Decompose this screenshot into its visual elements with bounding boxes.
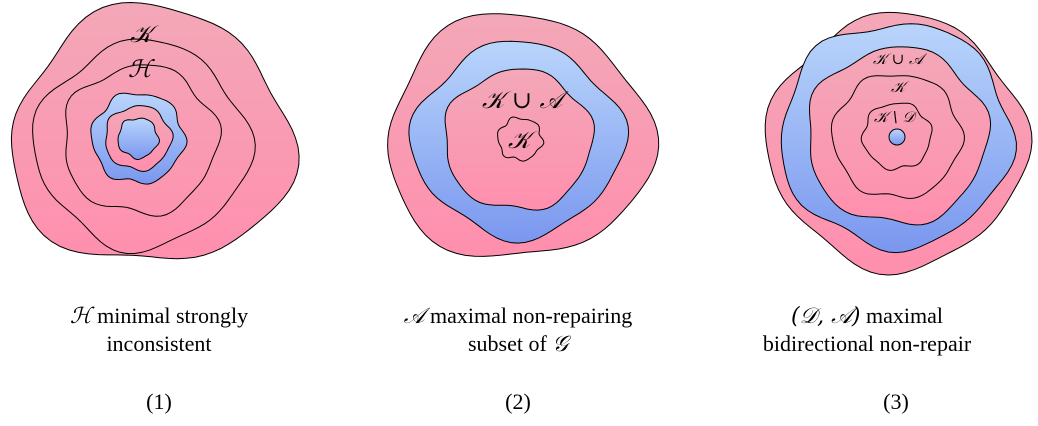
- diagram-canvas: 𝒦 ℋ 𝒦 ∪ 𝒜 𝒦 𝒦 ∪ 𝒜 𝒦 𝒦 \ 𝒟: [0, 0, 1038, 290]
- panel-1-caption-math: ℋ: [70, 304, 92, 329]
- panel-2-caption-line2: subset of: [468, 331, 552, 356]
- panel-3-label-k-union-a: 𝒦 ∪ 𝒜: [873, 50, 928, 68]
- panel-1-diagram: 𝒦 ℋ: [11, 3, 299, 259]
- panel-2-caption-line1: maximal non-repairing: [425, 303, 633, 328]
- panel-3-number: (3): [836, 389, 956, 415]
- panel-3-diagram: 𝒦 ∪ 𝒜 𝒦 𝒦 \ 𝒟: [765, 12, 1032, 275]
- panel-3-blue-core: [889, 129, 905, 145]
- panel-3-label-k-minus-d: 𝒦 \ 𝒟: [874, 108, 918, 126]
- panel-1-caption: ℋ minimal strongly inconsistent: [0, 302, 329, 357]
- panel-2-label-k-union-a: 𝒦 ∪ 𝒜: [482, 86, 570, 114]
- panel-1-caption-line2: inconsistent: [0, 330, 329, 357]
- panel-3-caption-line2: bidirectional non-repair: [697, 330, 1037, 357]
- panel-3-caption-line1: maximal: [861, 303, 943, 328]
- panel-2-caption-math: 𝒜: [404, 304, 425, 329]
- panel-2-caption: 𝒜 maximal non-repairing subset of 𝒢: [348, 302, 688, 358]
- panel-1-label-h: ℋ: [128, 55, 155, 83]
- panel-2-caption-line2-math: 𝒢: [552, 332, 568, 357]
- panel-3-caption-math: (𝒟, 𝒜): [791, 304, 861, 329]
- panel-2-diagram: 𝒦 ∪ 𝒜 𝒦: [388, 14, 659, 257]
- panel-1-caption-line1: minimal strongly: [92, 303, 248, 328]
- panel-1-number: (1): [99, 389, 219, 415]
- panel-3-caption: (𝒟, 𝒜) maximal bidirectional non-repair: [697, 302, 1037, 357]
- panel-2-number: (2): [458, 389, 578, 415]
